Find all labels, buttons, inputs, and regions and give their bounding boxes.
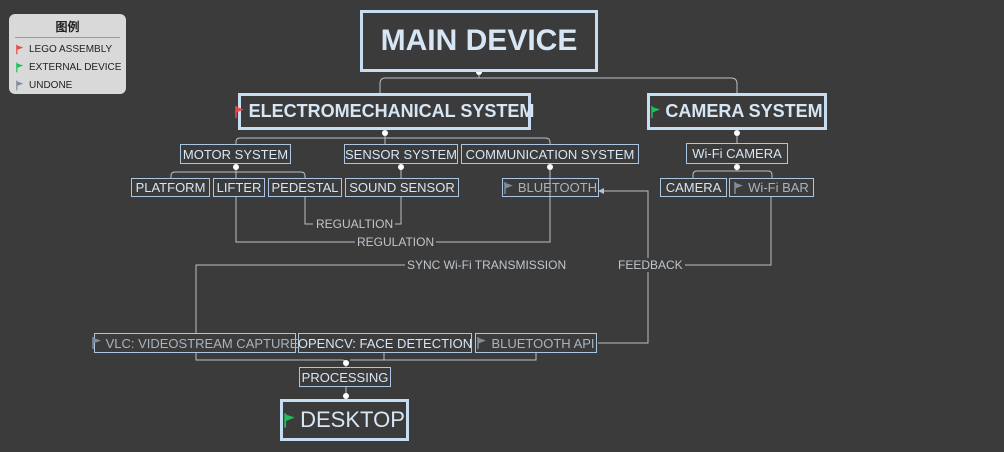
- gray-flag-icon: [734, 181, 744, 194]
- node-label: SENSOR SYSTEM: [345, 146, 457, 162]
- red-flag-icon: [16, 44, 24, 54]
- node-label: OPENCV: FACE DETECTION: [297, 335, 473, 351]
- node-bluetooth-api[interactable]: BLUETOOTH API: [475, 333, 597, 353]
- communication-system-connector-dot: [547, 164, 553, 170]
- node-label: PLATFORM: [135, 180, 206, 195]
- sensor-system-connector-dot: [398, 164, 404, 170]
- gray-flag-icon: [504, 181, 514, 194]
- relation-label-feedback[interactable]: FEEDBACK: [616, 258, 685, 272]
- node-desktop[interactable]: DESKTOP: [280, 399, 409, 441]
- legend-title: 图例: [55, 20, 80, 34]
- node-label: BLUETOOTH: [517, 180, 598, 195]
- legend-item-external-device: EXTERNAL DEVICE: [9, 58, 126, 76]
- node-label: BLUETOOTH API: [491, 335, 595, 351]
- node-label: PROCESSING: [301, 369, 389, 385]
- node-vlc-videostream-capture[interactable]: VLC: VIDEOSTREAM CAPTURE: [91, 333, 299, 353]
- node-label: DESKTOP: [300, 407, 405, 432]
- node-label: VLC: VIDEOSTREAM CAPTURE: [105, 335, 299, 351]
- camera-system-connector-dot: [734, 130, 740, 136]
- green-flag-icon: [651, 105, 661, 118]
- node-label: MOTOR SYSTEM: [182, 146, 289, 162]
- node-main-device[interactable]: MAIN DEVICE: [360, 10, 598, 72]
- node-label: PEDESTAL: [271, 180, 339, 195]
- gray-flag-icon: [477, 337, 487, 349]
- node-motor-system[interactable]: MOTOR SYSTEM: [180, 144, 291, 164]
- legend-item-lego-assembly: LEGO ASSEMBLY: [9, 40, 126, 58]
- node-platform[interactable]: PLATFORM: [131, 178, 210, 197]
- node-camera-system[interactable]: CAMERA SYSTEM: [647, 93, 827, 130]
- relation-label-sync-wifi[interactable]: SYNC Wi-Fi TRANSMISSION: [405, 258, 569, 272]
- node-bluetooth[interactable]: BLUETOOTH: [502, 178, 599, 197]
- node-communication-system[interactable]: COMMUNICATION SYSTEM: [461, 144, 639, 164]
- node-label: Wi-Fi CAMERA: [692, 146, 782, 161]
- gray-flag-icon: [16, 80, 24, 90]
- node-label: Wi-Fi BAR: [748, 180, 809, 195]
- relation-label-regualtion[interactable]: REGUALTION: [314, 217, 396, 231]
- red-flag-icon: [234, 105, 245, 118]
- legend-item-label: EXTERNAL DEVICE: [29, 61, 122, 73]
- node-sensor-system[interactable]: SENSOR SYSTEM: [344, 144, 458, 164]
- legend-item-label: LEGO ASSEMBLY: [29, 43, 113, 55]
- desktop-connector-dot: [343, 393, 349, 399]
- node-lifter[interactable]: LIFTER: [213, 178, 265, 197]
- node-wifi-camera[interactable]: Wi-Fi CAMERA: [686, 143, 788, 164]
- legend-panel[interactable]: 图例 LEGO ASSEMBLY EXTERNAL DEVICE UNDONE: [9, 14, 126, 94]
- gray-flag-icon: [91, 337, 102, 349]
- node-processing[interactable]: PROCESSING: [299, 367, 391, 387]
- node-label: CAMERA: [665, 180, 722, 195]
- processing-connector-dot: [343, 360, 349, 366]
- electromechanical-connector-dot: [382, 130, 388, 136]
- node-camera[interactable]: CAMERA: [660, 178, 727, 197]
- node-opencv-face-detection[interactable]: OPENCV: FACE DETECTION: [298, 333, 472, 353]
- node-pedestal[interactable]: PEDESTAL: [268, 178, 342, 197]
- main-device-connector-dot: [476, 69, 482, 75]
- relation-label-regulation[interactable]: REGULATION: [355, 235, 437, 249]
- legend-item-label: UNDONE: [29, 79, 73, 91]
- node-label: SOUND SENSOR: [349, 180, 455, 195]
- node-electromechanical-system[interactable]: ELECTROMECHANICAL SYSTEM: [234, 93, 534, 130]
- node-sound-sensor[interactable]: SOUND SENSOR: [345, 178, 459, 197]
- motor-system-connector-dot: [233, 164, 239, 170]
- legend-item-undone: UNDONE: [9, 76, 126, 94]
- node-label: MAIN DEVICE: [380, 24, 578, 57]
- wifi-camera-connector-dot: [734, 164, 740, 170]
- node-wifi-bar[interactable]: Wi-Fi BAR: [729, 178, 814, 197]
- node-label: LIFTER: [216, 180, 262, 195]
- node-label: ELECTROMECHANICAL SYSTEM: [248, 101, 535, 121]
- legend-divider: [15, 37, 120, 38]
- green-flag-icon: [284, 412, 296, 428]
- green-flag-icon: [16, 62, 24, 72]
- node-label: COMMUNICATION SYSTEM: [465, 146, 635, 162]
- node-label: CAMERA SYSTEM: [665, 101, 823, 121]
